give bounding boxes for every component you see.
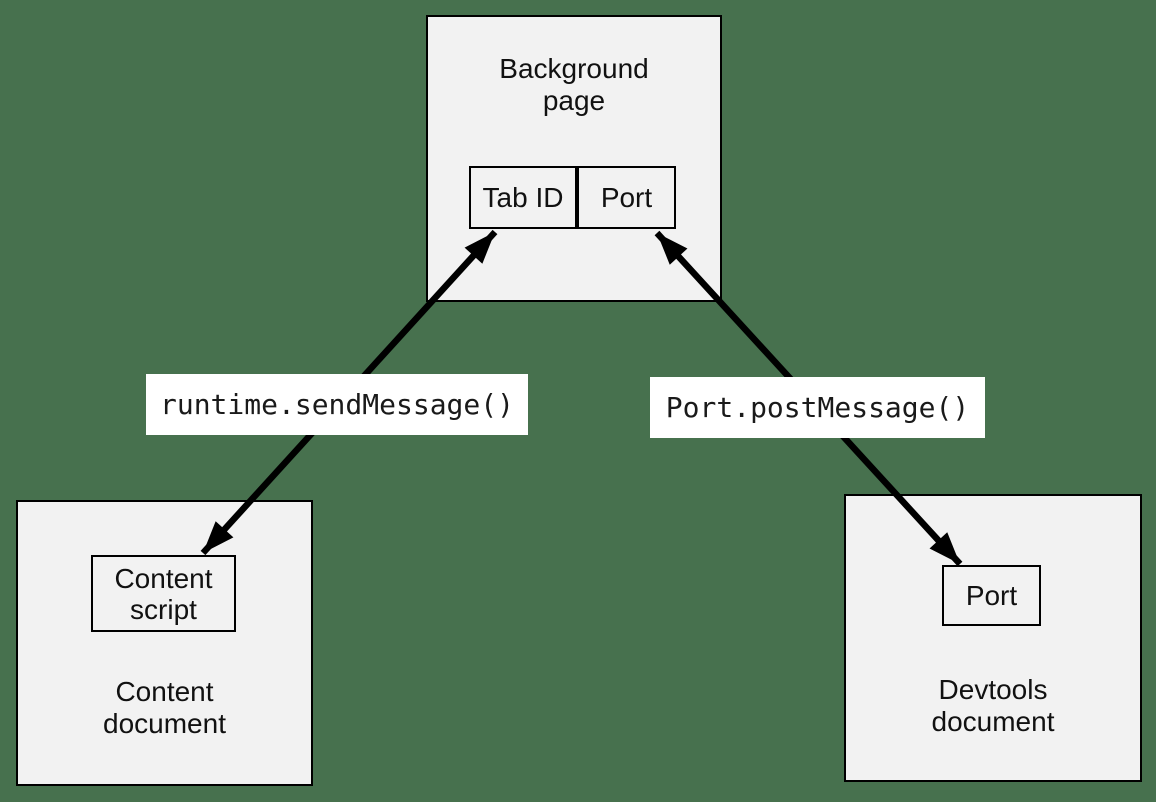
- background-port-cell: Port: [577, 166, 676, 229]
- devtools-document-label: Devtools document: [846, 674, 1140, 738]
- runtime-sendmessage-label: runtime.sendMessage(): [146, 374, 528, 435]
- tab-id-label: Tab ID: [482, 181, 564, 213]
- background-page-label: Background page: [428, 53, 720, 117]
- background-page-label-line1: Background: [499, 53, 649, 84]
- devtools-document-label-line1: Devtools: [938, 674, 1048, 705]
- background-port-label: Port: [600, 181, 653, 213]
- content-script-label-line2: script: [130, 593, 197, 625]
- content-script-box: Content script: [91, 555, 236, 632]
- tab-id-cell: Tab ID: [469, 166, 577, 229]
- background-page-label-line2: page: [542, 85, 606, 116]
- devtools-port-label: Port: [965, 580, 1018, 611]
- devtools-port-box: Port: [942, 565, 1041, 626]
- port-postmessage-label: Port.postMessage(): [650, 377, 985, 438]
- content-document-label-line1: Content: [115, 676, 214, 707]
- content-script-label-line1: Content: [114, 562, 213, 594]
- devtools-document-label-line2: document: [931, 706, 1055, 737]
- content-document-label-line2: document: [103, 708, 226, 739]
- content-document-label: Content document: [18, 676, 311, 740]
